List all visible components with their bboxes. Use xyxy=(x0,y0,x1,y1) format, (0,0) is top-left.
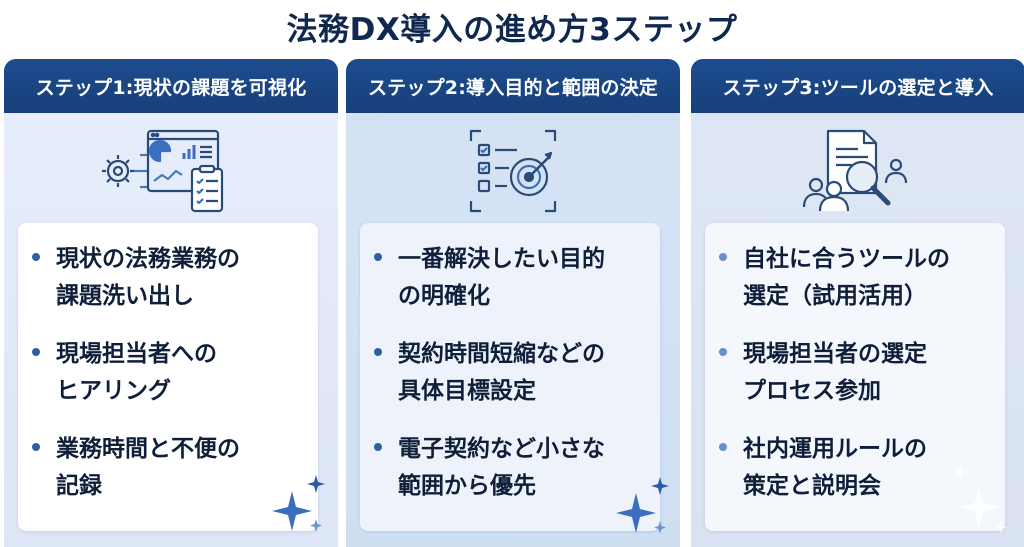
list-item: 業務時間と不便の 記録 xyxy=(32,431,308,505)
step-1-header: ステップ1:現状の課題を可視化 xyxy=(4,59,338,113)
list-item: 現場担当者の選定 プロセス参加 xyxy=(719,336,995,410)
list-item: 現状の法務業務の 課題洗い出し xyxy=(32,241,308,315)
document-magnifier-people-icon xyxy=(802,129,908,212)
step-2-card: 一番解決したい目的 の明確化 契約時間短縮などの 具体目標設定 電子契約など小さ… xyxy=(360,223,660,531)
bullet-icon xyxy=(374,443,382,451)
step-2-header: ステップ2:導入目的と範囲の決定 xyxy=(346,59,680,113)
checklist-target-icon xyxy=(469,129,557,213)
bullet-icon xyxy=(374,253,382,261)
list-item: 自社に合うツールの 選定（試用活用） xyxy=(719,241,995,315)
list-item: 社内運用ルールの 策定と説明会 xyxy=(719,431,995,505)
step-1-panel: ステップ1:現状の課題を可視化 xyxy=(4,59,338,547)
bullet-icon xyxy=(32,443,40,451)
sparkle-icon xyxy=(616,477,669,534)
step-2-panel: ステップ2:導入目的と範囲の決定 一番解決した xyxy=(346,59,680,547)
list-item: 一番解決したい目的 の明確化 xyxy=(374,241,650,315)
page-title: 法務DX導入の進め方3ステップ xyxy=(286,12,738,48)
sparkle-icon xyxy=(953,463,1007,534)
list-item-text: 業務時間と不便の 記録 xyxy=(56,436,240,499)
gear-dashboard-checklist-icon xyxy=(102,129,224,213)
step-3-card: 自社に合うツールの 選定（試用活用） 現場担当者の選定 プロセス参加 社内運用ル… xyxy=(705,223,1005,531)
list-item-text: 電子契約など小さな 範囲から優先 xyxy=(398,436,605,499)
bullet-icon xyxy=(374,348,382,356)
list-item-text: 社内運用ルールの 策定と説明会 xyxy=(743,436,927,499)
list-item-text: 現状の法務業務の 課題洗い出し xyxy=(56,246,240,309)
step-3-panel: ステップ3:ツールの選定と導入 自社に合うツールの 選定（試用活用） xyxy=(691,59,1024,547)
bullet-icon xyxy=(719,443,727,451)
step-3-header: ステップ3:ツールの選定と導入 xyxy=(691,59,1024,113)
list-item: 契約時間短縮などの 具体目標設定 xyxy=(374,336,650,410)
list-item-text: 一番解決したい目的 の明確化 xyxy=(398,246,605,309)
list-item-text: 現場担当者の選定 プロセス参加 xyxy=(743,341,927,404)
list-item: 電子契約など小さな 範囲から優先 xyxy=(374,431,650,505)
bullet-icon xyxy=(719,348,727,356)
bullet-icon xyxy=(32,348,40,356)
list-item-text: 現場担当者への ヒアリング xyxy=(56,341,217,404)
list-item-text: 契約時間短縮などの 具体目標設定 xyxy=(398,341,605,404)
bullet-icon xyxy=(719,253,727,261)
sparkle-icon xyxy=(272,475,325,532)
list-item: 現場担当者への ヒアリング xyxy=(32,336,308,410)
step-1-card: 現状の法務業務の 課題洗い出し 現場担当者への ヒアリング 業務時間と不便の 記… xyxy=(18,223,318,531)
bullet-icon xyxy=(32,253,40,261)
list-item-text: 自社に合うツールの 選定（試用活用） xyxy=(743,246,950,309)
